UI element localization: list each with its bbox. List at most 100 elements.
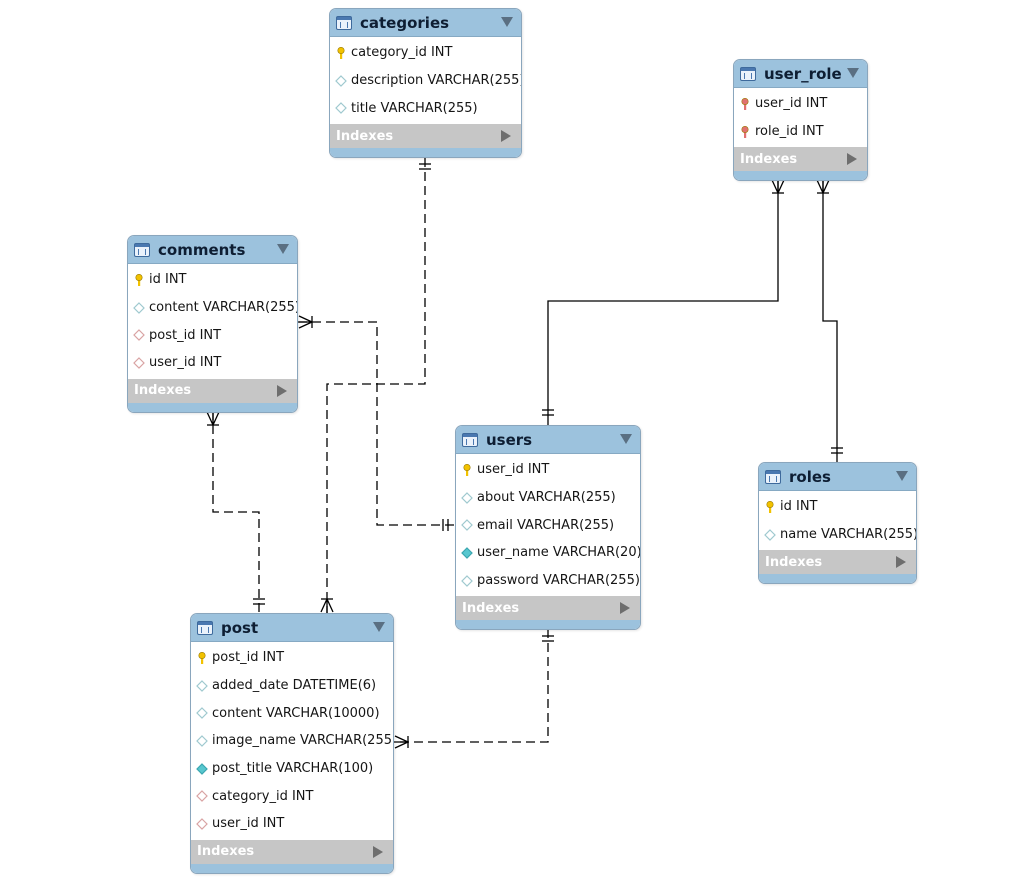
collapse-arrow-icon[interactable]	[501, 17, 513, 27]
column-label: email VARCHAR(255)	[477, 517, 615, 533]
column-row[interactable]: post_id INT	[191, 644, 393, 672]
column-row[interactable]: role_id INT	[734, 118, 867, 146]
table-header[interactable]: users	[456, 426, 640, 454]
column-row[interactable]: user_id INT	[128, 349, 297, 377]
column-row[interactable]: content VARCHAR(10000)	[191, 699, 393, 727]
column-row[interactable]: description VARCHAR(255)	[330, 67, 521, 95]
table-comments[interactable]: comments id INT content VARCHAR(255) post_…	[127, 235, 298, 413]
table-header[interactable]: categories	[330, 9, 521, 37]
indexes-section[interactable]: Indexes	[330, 124, 521, 149]
column-row[interactable]: image_name VARCHAR(255)	[191, 727, 393, 755]
column-row[interactable]: added_date DATETIME(6)	[191, 672, 393, 700]
relationship-post-comments-ends	[206, 411, 265, 605]
not-null-column-icon	[196, 762, 208, 775]
table-categories[interactable]: categories category_id INT description VA…	[329, 8, 522, 159]
column-icon	[335, 102, 347, 115]
column-icon	[764, 528, 776, 541]
column-icon	[461, 519, 473, 532]
expand-arrow-icon[interactable]	[501, 130, 511, 143]
relationship-users-post[interactable]	[394, 629, 549, 743]
column-icon	[196, 707, 208, 720]
expand-arrow-icon[interactable]	[620, 602, 630, 615]
column-row[interactable]: user_name VARCHAR(20)	[456, 539, 640, 567]
table-footer	[734, 171, 867, 181]
column-row[interactable]: user_id INT	[456, 456, 640, 484]
column-row[interactable]: email VARCHAR(255)	[456, 511, 640, 539]
table-footer	[759, 574, 916, 584]
expand-arrow-icon[interactable]	[847, 153, 857, 166]
column-label: content VARCHAR(255)	[149, 300, 298, 316]
indexes-label: Indexes	[740, 151, 798, 167]
relationship-roles-user-role[interactable]	[816, 179, 843, 462]
column-row[interactable]: user_id INT	[191, 810, 393, 838]
indexes-section[interactable]: Indexes	[734, 147, 867, 172]
column-icon	[461, 574, 473, 587]
fk-column-icon	[196, 790, 208, 803]
column-list: post_id INT added_date DATETIME(6) content…	[191, 642, 393, 838]
column-label: user_id INT	[149, 355, 222, 371]
indexes-section[interactable]: Indexes	[456, 596, 640, 621]
column-row[interactable]: content VARCHAR(255)	[128, 294, 297, 322]
collapse-arrow-icon[interactable]	[373, 622, 385, 632]
indexes-section[interactable]: Indexes	[759, 550, 916, 575]
column-label: user_id INT	[477, 462, 550, 478]
column-label: role_id INT	[755, 124, 824, 140]
table-user-role[interactable]: user_role user_id INT role_id INT Indexes	[733, 59, 868, 182]
expand-arrow-icon[interactable]	[373, 845, 383, 858]
column-row[interactable]: user_id INT	[734, 90, 867, 118]
column-row[interactable]: id INT	[759, 493, 916, 521]
table-header[interactable]: roles	[759, 463, 916, 491]
indexes-section[interactable]: Indexes	[191, 839, 393, 864]
key-icon	[463, 463, 471, 476]
column-label: category_id INT	[212, 788, 314, 804]
collapse-arrow-icon[interactable]	[277, 244, 289, 254]
table-name: roles	[789, 467, 831, 486]
column-icon	[335, 74, 347, 87]
expand-arrow-icon[interactable]	[277, 384, 287, 397]
column-label: description VARCHAR(255)	[351, 73, 522, 89]
relationship-users-comments[interactable]	[298, 321, 455, 526]
indexes-section[interactable]: Indexes	[128, 378, 297, 403]
column-row[interactable]: about VARCHAR(255)	[456, 484, 640, 512]
table-header[interactable]: post	[191, 614, 393, 642]
column-row[interactable]: password VARCHAR(255)	[456, 567, 640, 595]
column-row[interactable]: post_title VARCHAR(100)	[191, 755, 393, 783]
column-icon	[196, 735, 208, 747]
collapse-arrow-icon[interactable]	[620, 434, 632, 444]
table-header[interactable]: comments	[128, 236, 297, 264]
key-icon	[198, 651, 206, 664]
indexes-label: Indexes	[336, 128, 394, 144]
table-users[interactable]: users user_id INT about VARCHAR(255) email…	[455, 425, 641, 631]
collapse-arrow-icon[interactable]	[896, 471, 908, 481]
table-icon	[134, 242, 150, 257]
fk-column-icon	[133, 329, 145, 342]
column-row[interactable]: post_id INT	[128, 321, 297, 349]
column-row[interactable]: category_id INT	[191, 782, 393, 810]
relationship-users-user-role[interactable]	[542, 179, 785, 425]
expand-arrow-icon[interactable]	[896, 556, 906, 569]
fk-key-icon	[741, 125, 749, 138]
column-label: user_name VARCHAR(20)	[477, 545, 641, 561]
column-row[interactable]: title VARCHAR(255)	[330, 94, 521, 122]
key-icon	[766, 500, 774, 513]
column-row[interactable]: category_id INT	[330, 39, 521, 67]
indexes-label: Indexes	[462, 600, 520, 616]
table-icon	[336, 15, 352, 30]
column-row[interactable]: id INT	[128, 266, 297, 294]
relationship-post-comments[interactable]	[212, 411, 260, 613]
column-icon	[133, 301, 145, 314]
column-label: user_id INT	[212, 816, 285, 832]
relationship-users-comments-ends	[298, 315, 449, 531]
key-icon	[337, 46, 345, 59]
column-label: post_title VARCHAR(100)	[212, 761, 374, 777]
column-row[interactable]: name VARCHAR(255)	[759, 521, 916, 549]
relationship-categories-post[interactable]	[326, 158, 426, 613]
table-post[interactable]: post post_id INT added_date DATETIME(6) co…	[190, 613, 394, 874]
collapse-arrow-icon[interactable]	[847, 68, 859, 78]
column-label: added_date DATETIME(6)	[212, 678, 377, 694]
column-label: user_id INT	[755, 96, 828, 112]
table-header[interactable]: user_role	[734, 60, 867, 88]
column-label: id INT	[149, 272, 187, 288]
